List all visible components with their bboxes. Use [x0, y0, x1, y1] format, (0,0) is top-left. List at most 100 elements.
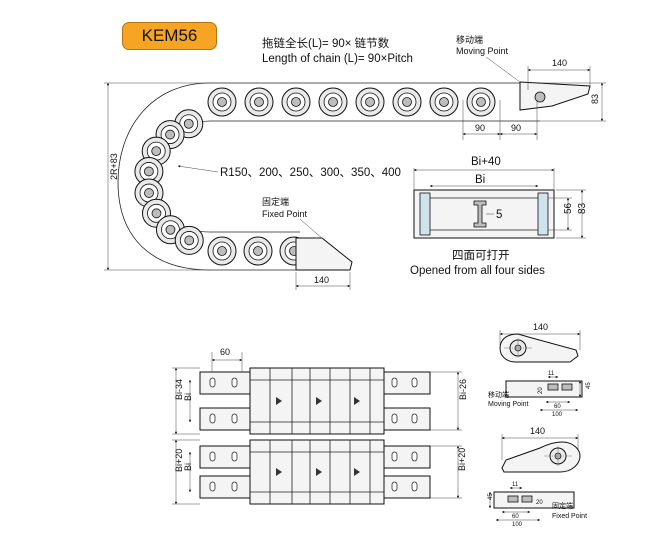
- upper-left-tab-bottom: [199, 407, 251, 431]
- dim-bi-upper: Bi: [183, 393, 193, 401]
- moving-point-en: Moving Point: [456, 46, 509, 56]
- mounting-slot: [209, 377, 216, 388]
- fixed-point-cn: 固定端: [262, 196, 289, 207]
- fixed-bracket-20: 20: [536, 500, 543, 506]
- chain-link-pin: [439, 97, 449, 107]
- moving-bracket-11: 11: [548, 371, 555, 377]
- chain-link-pin: [217, 246, 227, 256]
- mounting-slot: [411, 451, 418, 462]
- chain-link-pin: [151, 208, 162, 219]
- dim-140-top: 140: [552, 58, 567, 68]
- chain-link-pin: [217, 97, 227, 107]
- upper-left-tab-top: [199, 371, 251, 395]
- chain-link-pin: [254, 97, 264, 107]
- chain-link-pin: [144, 188, 154, 198]
- lower-left-tab-top: [199, 445, 251, 469]
- lower-right-tab-top: [383, 445, 431, 469]
- fixed-bracket-detail: 140 11 20 45 60 100 固定端 Fixed Point: [488, 426, 587, 528]
- moving-end-bracket: [519, 81, 591, 111]
- dim-83-right: 83: [590, 94, 600, 104]
- moving-bracket-100: 100: [552, 412, 563, 418]
- fixed-point-en: Fixed Point: [262, 209, 308, 219]
- chain-length-en: Length of chain (L)= 90×Pitch: [262, 53, 413, 65]
- chain-link-pin: [402, 97, 412, 107]
- direction-arrow-icon: [316, 468, 322, 476]
- dim-bi: Bi: [475, 174, 485, 186]
- dim-bi-plus-20-right: Bi+20: [457, 448, 467, 471]
- open-four-sides-cn: 四面可打开: [452, 248, 510, 262]
- direction-arrow-icon: [354, 468, 360, 476]
- mounting-slot: [231, 451, 238, 462]
- dim-bi-minus-26: Bi-26: [458, 379, 468, 400]
- model-badge: KEM56: [122, 22, 217, 50]
- divider-profile: [473, 200, 487, 228]
- dim-bi-plus-40: Bi+40: [471, 156, 501, 168]
- lower-right-tab-bottom: [383, 475, 431, 499]
- chain-link-pin: [184, 235, 195, 246]
- chain-link-pin: [144, 166, 154, 177]
- moving-bracket-detail: 140 11 20 45 60 100 移动端 Moving Point: [488, 322, 592, 418]
- dim-83: 83: [577, 202, 588, 214]
- chain-link-pin: [291, 97, 301, 107]
- fixed-bracket-label-cn: 固定端: [552, 501, 573, 510]
- cross-section-frame: [413, 189, 555, 239]
- fixed-bracket-plate: [501, 441, 581, 473]
- chain-link-pin: [151, 146, 162, 157]
- upper-right-tab-top: [383, 371, 431, 395]
- lower-left-tab-bottom: [199, 475, 251, 499]
- chain-link-pin: [183, 118, 194, 129]
- chain-side-view: [117, 81, 591, 271]
- moving-bracket-140: 140: [533, 322, 548, 332]
- mounting-slot: [391, 481, 398, 492]
- mounting-slot: [411, 413, 418, 424]
- chain-link-pin: [476, 97, 486, 107]
- dim-bi-minus-34: Bi-34: [174, 379, 184, 400]
- direction-arrow-icon: [316, 397, 322, 405]
- fixed-bracket-label-en: Fixed Point: [552, 513, 587, 520]
- dim-2r-83: 2R+83: [109, 153, 119, 180]
- moving-end-pin: [534, 91, 546, 103]
- dim-56: 56: [563, 202, 574, 214]
- dim-pitch-60: 60: [220, 347, 230, 357]
- bend-radius-options: R150、200、250、300、350、400: [220, 167, 401, 179]
- dim-bi-plus-20-left: Bi+20: [174, 449, 184, 472]
- fixed-point-leader: [299, 218, 325, 241]
- mounting-slot: [231, 377, 238, 388]
- chain-length-cn: 拖链全长(L)= 90× 链节数: [262, 36, 390, 50]
- chain-link-pin: [253, 246, 263, 256]
- mounting-slot: [391, 451, 398, 462]
- chain-plan-view: [199, 367, 431, 505]
- moving-bracket-label-cn: 移动端: [488, 390, 509, 399]
- chain-outline-outer: [117, 82, 540, 271]
- mounting-slot: [391, 377, 398, 388]
- chain-link-pin: [165, 224, 176, 235]
- fixed-bracket-100: 100: [512, 522, 523, 528]
- mounting-slot: [411, 481, 418, 492]
- direction-arrow-icon: [276, 468, 282, 476]
- open-four-sides-en: Opened from all four sides: [410, 265, 545, 277]
- moving-bracket-45: 45: [586, 382, 592, 389]
- moving-bracket-60: 60: [554, 404, 561, 410]
- mounting-slot: [209, 451, 216, 462]
- mounting-slot: [411, 377, 418, 388]
- dim-bi-lower: Bi: [183, 463, 193, 471]
- cross-section-side-left: [419, 192, 431, 236]
- cross-section-side-right: [537, 192, 549, 236]
- mounting-slot: [209, 413, 216, 424]
- fixed-bracket-11: 11: [512, 482, 519, 488]
- fixed-bracket-140: 140: [530, 426, 545, 436]
- fixed-bracket-45: 45: [488, 493, 494, 500]
- mounting-slot: [209, 481, 216, 492]
- mounting-slot: [391, 413, 398, 424]
- dim-140-bottom: 140: [314, 275, 329, 285]
- cross-section: [413, 189, 555, 239]
- fixed-bracket-60: 60: [512, 514, 519, 520]
- mounting-slot: [231, 481, 238, 492]
- moving-bracket-label-en: Moving Point: [488, 401, 529, 408]
- direction-arrow-icon: [276, 397, 282, 405]
- upper-right-tab-bottom: [383, 407, 431, 431]
- direction-arrow-icon: [354, 397, 360, 405]
- dim-gap-5: 5: [496, 209, 502, 221]
- pitch-90-a: 90: [475, 123, 485, 133]
